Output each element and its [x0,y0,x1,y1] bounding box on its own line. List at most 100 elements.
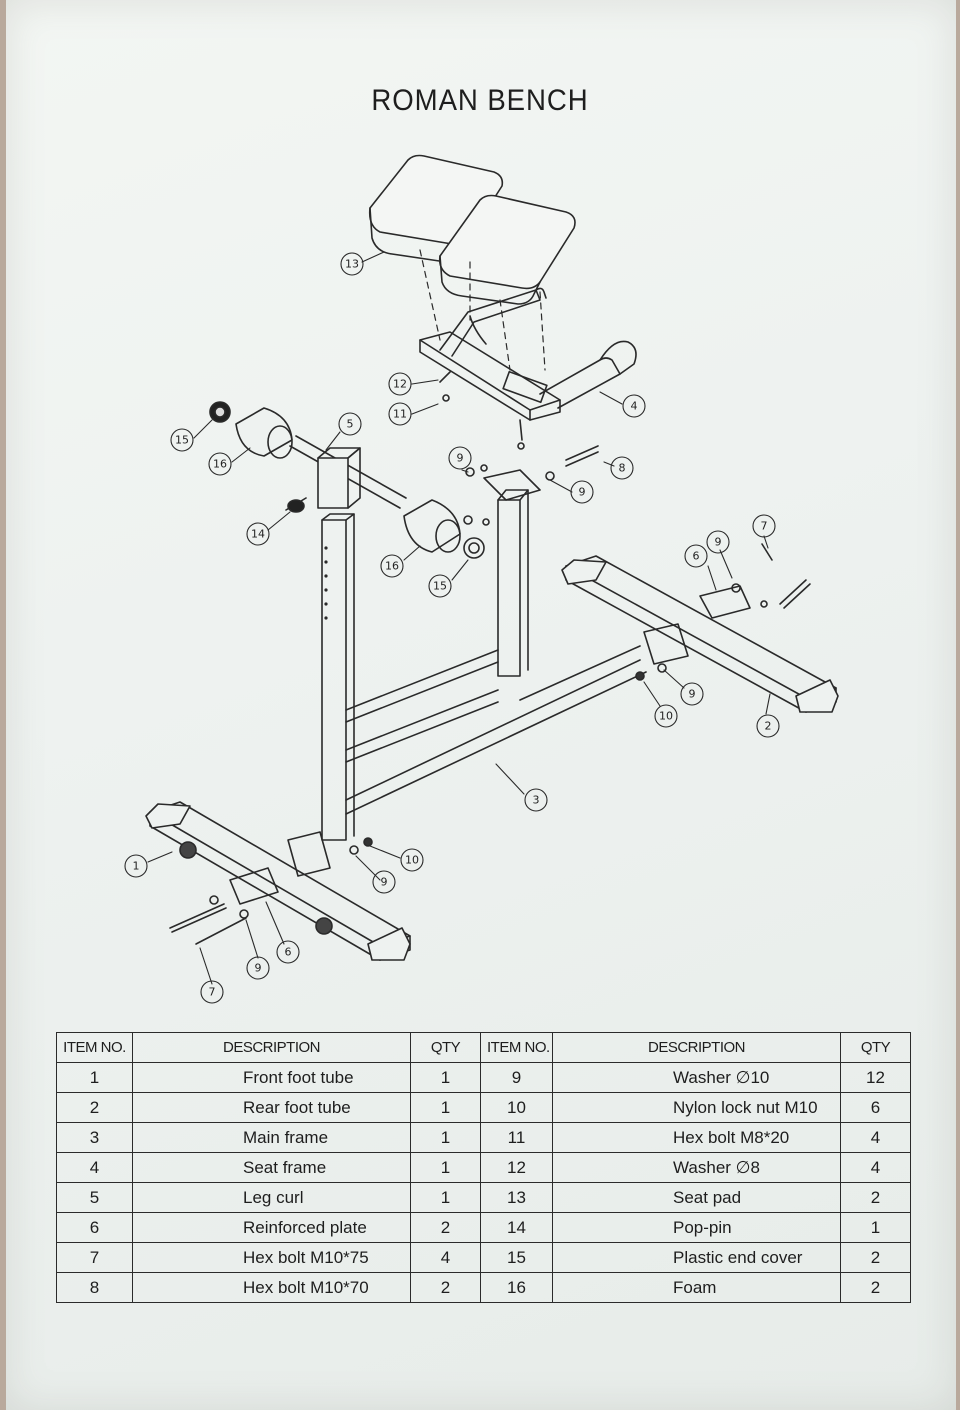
qty: 6 [840,1092,911,1123]
description: Hex bolt M10*70 [132,1272,411,1303]
item-no: 1 [56,1062,133,1093]
table-row: 5 Leg curl 1 13 Seat pad 2 [56,1182,911,1213]
item-no: 4 [56,1152,133,1183]
qty: 2 [840,1182,911,1213]
callout-3: 3 [533,794,540,807]
seat-bolts [439,371,525,450]
description: Main frame [132,1122,411,1153]
item-no: 9 [480,1062,553,1093]
foam-roll-upper [235,407,293,459]
leader-lines [147,251,771,985]
item-no: 7 [56,1242,133,1273]
front-foot-tube [145,801,411,961]
parts-list-table: ITEM NO. DESCRIPTION QTY ITEM NO. DESCRI… [56,1032,911,1303]
header-qty: QTY [410,1032,481,1063]
item-no: 13 [480,1182,553,1213]
table-row: 8 Hex bolt M10*70 2 16 Foam 2 [56,1272,911,1303]
callout-13: 13 [345,258,359,271]
item-no: 5 [56,1182,133,1213]
callout-12: 12 [393,378,407,391]
callout-9-rear: 9 [715,536,722,549]
table-row: 1 Front foot tube 1 9 Washer ∅10 12 [56,1062,911,1093]
qty: 1 [410,1062,481,1093]
callout-14: 14 [251,528,265,541]
item-no: 2 [56,1092,133,1123]
callout-15-upper: 15 [175,434,189,447]
header-description: DESCRIPTION [132,1032,411,1063]
exploded-assembly-diagram: 13 12 11 4 15 16 5 9 8 9 14 16 15 6 9 7 … [124,154,839,1004]
callout-16-lower: 16 [385,560,399,573]
description: Nylon lock nut M10 [552,1092,841,1123]
header-item-no-2: ITEM NO. [480,1032,553,1063]
page-title: ROMAN BENCH [371,84,589,117]
description: Hex bolt M10*75 [132,1242,411,1273]
seat-pad-right [438,194,576,305]
callout-9-seat: 9 [457,452,464,465]
callout-15-lower: 15 [433,580,447,593]
item-no: 15 [480,1242,553,1273]
header-qty-2: QTY [840,1032,911,1063]
callout-11: 11 [393,408,407,421]
callout-6-front: 6 [285,946,292,959]
item-no: 11 [480,1122,553,1153]
callout-8: 8 [619,462,626,475]
callout-10-rear: 10 [659,710,673,723]
item-no: 8 [56,1272,133,1303]
table-row: 6 Reinforced plate 2 14 Pop-pin 1 [56,1212,911,1243]
callout-4: 4 [631,400,638,413]
item-no: 10 [480,1092,553,1123]
callout-16-upper: 16 [213,458,227,471]
header-description-2: DESCRIPTION [552,1032,841,1063]
pop-pin [285,497,307,513]
table-row: 2 Rear foot tube 1 10 Nylon lock nut M10… [56,1092,911,1123]
description: Leg curl [132,1182,411,1213]
callout-9-seat-right: 9 [579,486,586,499]
description: Rear foot tube [132,1092,411,1123]
qty: 4 [840,1152,911,1183]
description: Seat pad [552,1182,841,1213]
qty: 12 [840,1062,911,1093]
item-no: 12 [480,1152,553,1183]
table-row: 3 Main frame 1 11 Hex bolt M8*20 4 [56,1122,911,1153]
qty: 4 [840,1122,911,1153]
description: Washer ∅10 [552,1062,841,1093]
qty: 2 [410,1212,481,1243]
header-item-no: ITEM NO. [56,1032,133,1063]
table-row: 7 Hex bolt M10*75 4 15 Plastic end cover… [56,1242,911,1273]
description: Plastic end cover [552,1242,841,1273]
item-no: 14 [480,1212,553,1243]
item-no: 6 [56,1212,133,1243]
callout-1: 1 [133,860,140,873]
callout-9-front: 9 [381,876,388,889]
table-row: 4 Seat frame 1 12 Washer ∅8 4 [56,1152,911,1183]
leg-curl [289,435,407,509]
callout-5: 5 [347,418,354,431]
table-header-row: ITEM NO. DESCRIPTION QTY ITEM NO. DESCRI… [56,1032,911,1063]
end-cover-upper [209,401,231,423]
description: Reinforced plate [132,1212,411,1243]
qty: 4 [410,1242,481,1273]
description: Hex bolt M8*20 [552,1122,841,1153]
callout-7-front: 7 [209,986,216,999]
item-no: 3 [56,1122,133,1153]
description: Washer ∅8 [552,1152,841,1183]
description: Seat frame [132,1152,411,1183]
description: Foam [552,1272,841,1303]
callout-2: 2 [765,720,772,733]
callout-9-rear-lower: 9 [689,688,696,701]
seat-guide-lines [419,249,546,371]
callout-6-rear: 6 [693,550,700,563]
qty: 2 [840,1272,911,1303]
qty: 1 [840,1212,911,1243]
callout-10-front: 10 [405,854,419,867]
description: Front foot tube [132,1062,411,1093]
seat-frame [419,287,637,421]
foam-roll-lower [403,499,461,553]
qty: 1 [410,1152,481,1183]
end-cover-lower [463,537,485,559]
callout-9-front-lower: 9 [255,962,262,975]
qty: 1 [410,1182,481,1213]
qty: 2 [410,1272,481,1303]
main-frame [287,469,689,877]
callout-labels: 13 12 11 4 15 16 5 9 8 9 14 16 15 6 9 7 … [133,258,772,999]
